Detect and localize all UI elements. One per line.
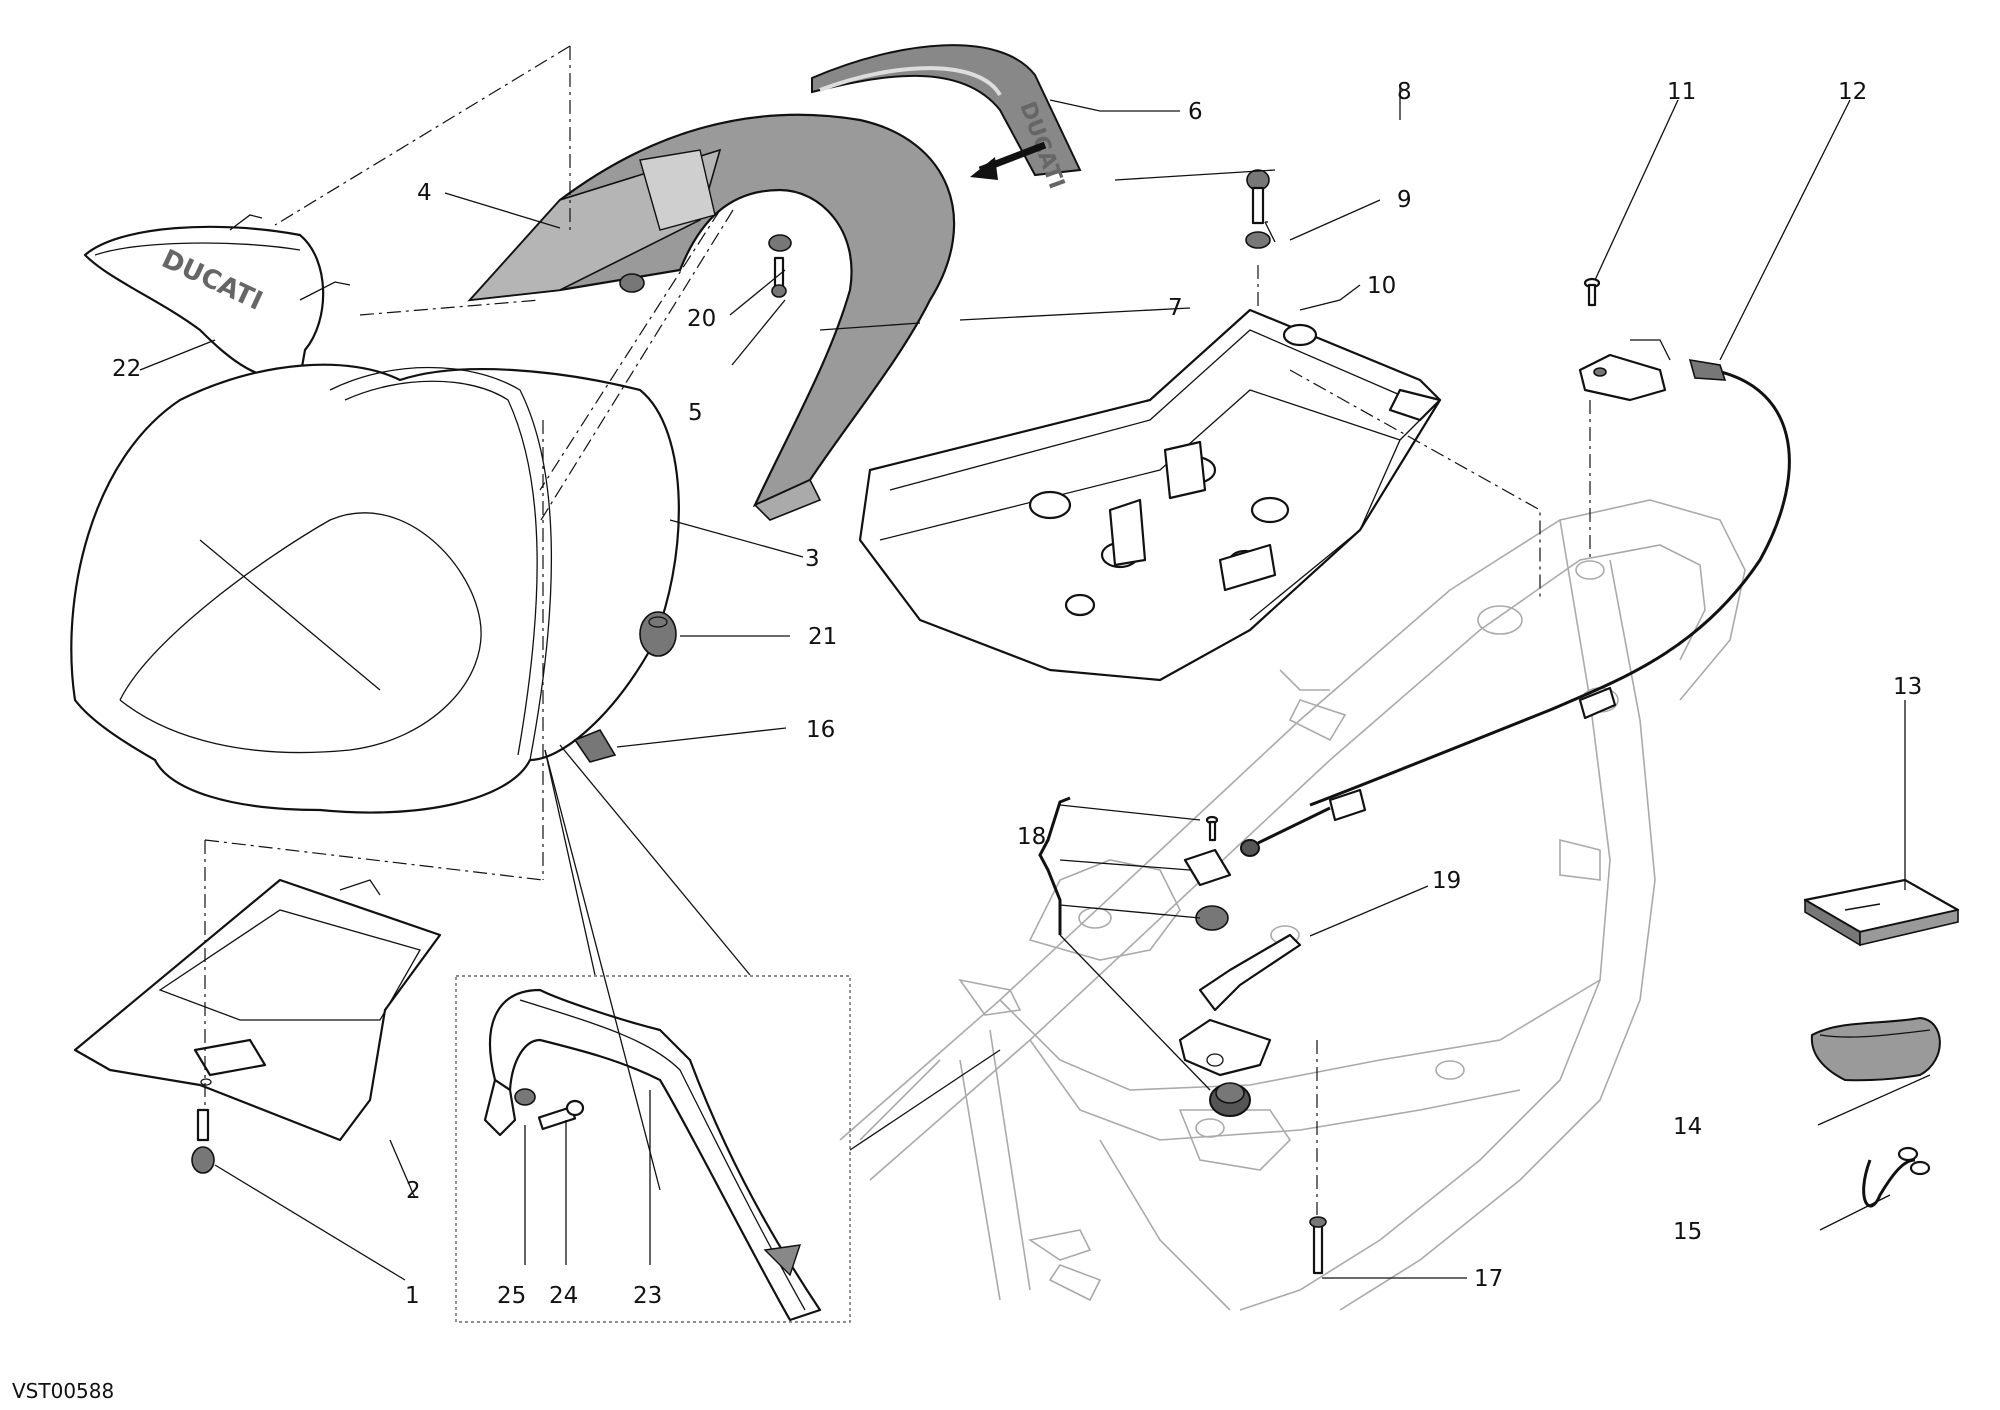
part-8-screw <box>1246 169 1270 225</box>
part-3-dual-seat <box>70 363 680 814</box>
part-10-seat-lock-plate <box>858 308 1442 682</box>
callout-20: 20 <box>687 306 716 332</box>
callout-1: 1 <box>405 1283 420 1309</box>
callout-12: 12 <box>1838 79 1867 105</box>
part-9-washer <box>1245 231 1271 249</box>
callout-3: 3 <box>805 546 820 572</box>
part-11-screw <box>1583 277 1601 307</box>
callout-16: 16 <box>806 717 835 743</box>
callout-8: 8 <box>1397 79 1412 105</box>
part-7-tail-cover <box>467 113 956 521</box>
callout-7: 7 <box>1168 295 1183 321</box>
callout-5: 5 <box>688 400 703 426</box>
part-19-lock-lever <box>1178 905 1302 1077</box>
part-15-helmet-cable <box>1862 1146 1931 1208</box>
part-21-bush <box>639 611 677 657</box>
callout-6: 6 <box>1188 99 1203 125</box>
part-5-screw <box>771 256 787 298</box>
part-12-seat-release-cable <box>1240 359 1791 857</box>
callout-18: 18 <box>1017 824 1046 850</box>
part-22-rear-cowl: DUCATI <box>83 214 351 381</box>
callout-labels: 1 2 3 4 5 6 7 8 9 10 11 12 13 14 15 16 1… <box>112 79 1922 1309</box>
callout-15: 15 <box>1673 1219 1702 1245</box>
arrow-head <box>970 157 998 180</box>
callout-14: 14 <box>1673 1114 1702 1140</box>
part-18-bracket-brace <box>1038 796 1071 935</box>
part-13-manual <box>1803 878 1960 947</box>
leader-lines <box>139 87 1931 1281</box>
callout-24: 24 <box>549 1283 578 1309</box>
callout-11: 11 <box>1667 79 1696 105</box>
callout-2: 2 <box>406 1178 421 1204</box>
callout-10: 10 <box>1367 273 1396 299</box>
callout-25: 25 <box>497 1283 526 1309</box>
callout-4: 4 <box>417 180 432 206</box>
part-17-pin <box>1309 1216 1327 1275</box>
seat-grommet <box>619 273 645 293</box>
callout-17: 17 <box>1474 1266 1503 1292</box>
part-1-screw <box>191 1108 215 1174</box>
part-20-washer <box>768 234 792 252</box>
part-2-under-tray <box>73 878 442 1142</box>
key-lock-barrel <box>1209 1082 1251 1117</box>
seat-lock-latch <box>1578 339 1671 402</box>
callout-19: 19 <box>1432 868 1461 894</box>
part-16-clip <box>573 729 617 763</box>
callout-13: 13 <box>1893 674 1922 700</box>
callout-9: 9 <box>1397 187 1412 213</box>
rear-subframe <box>839 499 1746 1311</box>
grab-handle-inset <box>455 975 851 1323</box>
part-14-seat-pad <box>1810 1016 1941 1082</box>
callout-21: 21 <box>808 624 837 650</box>
callout-22: 22 <box>112 356 141 382</box>
drawing-code: VST00588 <box>12 1379 114 1403</box>
callout-23: 23 <box>633 1283 662 1309</box>
part-18-lock-bracket <box>1183 815 1232 887</box>
assembly-lines <box>204 45 1591 1215</box>
